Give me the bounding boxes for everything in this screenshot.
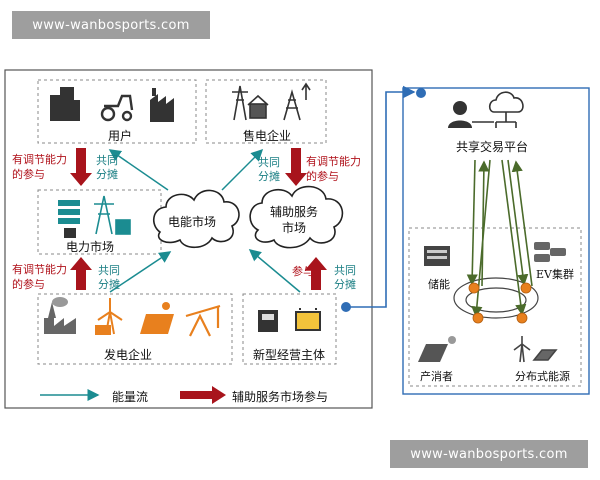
participate-label: 参与 xyxy=(292,265,314,278)
storage-label: 储能 xyxy=(428,278,450,291)
ev-cluster-icon xyxy=(534,242,566,262)
orbit-outer xyxy=(453,277,539,319)
substation-house-icon xyxy=(232,85,269,121)
watermark-top: www-wanbosports.com xyxy=(12,11,210,39)
users-box xyxy=(37,79,197,144)
factory-building-icon xyxy=(50,87,80,121)
legend-energy-flow: 能量流 xyxy=(112,390,149,404)
generation-box xyxy=(37,293,233,365)
energy-market-cloud xyxy=(153,189,240,249)
energy-storage-icon xyxy=(258,310,278,332)
solar-panel-icon xyxy=(140,302,174,334)
prosumer-label: 产消者 xyxy=(420,370,453,383)
regulation-label-left-bottom: 有调节能力 的参与 xyxy=(12,263,67,291)
pump-jack-icon xyxy=(185,304,221,337)
energy-market-label: 电能市场 xyxy=(168,215,217,229)
shared-label-left-top: 共同 分摊 xyxy=(96,154,118,181)
regulation-label-left-top: 有调节能力 的参与 xyxy=(12,153,67,181)
users-label: 用户 xyxy=(108,129,133,143)
arrow-platform-storage-2 xyxy=(478,160,490,287)
power-market-box xyxy=(37,189,162,255)
shared-label-right-bottom: 共同 分摊 xyxy=(334,264,356,291)
shared-label-right-top: 共同 分摊 xyxy=(258,156,280,183)
red-arrow-users-down xyxy=(70,148,92,186)
node-distributed xyxy=(516,312,528,324)
sharing-platform-label: 共享交易平台 xyxy=(456,140,529,154)
power-plant-icon xyxy=(44,297,76,334)
aux-market-cloud xyxy=(249,185,344,249)
distributed-label: 分布式能源 xyxy=(515,370,570,383)
node-prosumer xyxy=(472,312,484,324)
ev-label: EV集群 xyxy=(536,268,574,281)
house-solar-icon xyxy=(418,336,456,362)
teal-arrow-to-retail xyxy=(221,148,264,191)
shared-label-left-bottom: 共同 分摊 xyxy=(98,264,120,291)
server-icon xyxy=(58,200,80,238)
tractor-icon xyxy=(100,94,134,122)
generation-label: 发电企业 xyxy=(104,348,153,362)
aux-market-label: 辅助服务 市场 xyxy=(270,205,319,235)
red-arrow-retail-down xyxy=(285,148,307,186)
left-panel-frame xyxy=(4,69,373,409)
teal-arrow-generation-energy xyxy=(109,251,172,293)
connector-new-entity-platform xyxy=(346,85,416,308)
retail-label: 售电企业 xyxy=(243,129,292,143)
red-arrow-legend xyxy=(180,386,226,404)
regulation-label-right-top: 有调节能力 的参与 xyxy=(306,155,361,183)
arrow-platform-distributed xyxy=(501,159,527,316)
teal-arrow-newentity-aux xyxy=(248,249,301,293)
participants-box xyxy=(408,227,582,387)
wind-turbine-icon xyxy=(95,298,123,335)
right-panel-frame xyxy=(402,87,590,395)
arrow-platform-storage-1 xyxy=(466,159,478,286)
new-entity-label: 新型经营主体 xyxy=(253,348,326,362)
pylon-arrow-icon xyxy=(283,82,311,121)
node-ev xyxy=(520,282,532,294)
node-storage xyxy=(468,282,480,294)
substation-icon xyxy=(94,195,131,235)
battery-icon xyxy=(295,308,321,331)
new-entity-box xyxy=(242,293,337,365)
red-arrow-newentity-up xyxy=(305,257,327,290)
teal-arrow-to-users xyxy=(108,149,169,191)
cloud-network-icon xyxy=(472,91,524,128)
wind-solar-icon xyxy=(513,336,558,363)
orbit-inner xyxy=(465,287,527,313)
arrow-platform-ev-1 xyxy=(507,159,529,286)
person-icon xyxy=(448,101,472,128)
power-market-label: 电力市场 xyxy=(66,240,115,254)
arrow-platform-ev-2 xyxy=(511,160,533,287)
factory-icon xyxy=(150,88,174,122)
legend-aux-participation: 辅助服务市场参与 xyxy=(232,390,329,404)
red-arrow-generation-up xyxy=(70,257,92,290)
storage-cabinet-icon xyxy=(424,246,450,266)
retail-box xyxy=(205,79,327,144)
watermark-bottom: www-wanbosports.com xyxy=(390,440,588,468)
